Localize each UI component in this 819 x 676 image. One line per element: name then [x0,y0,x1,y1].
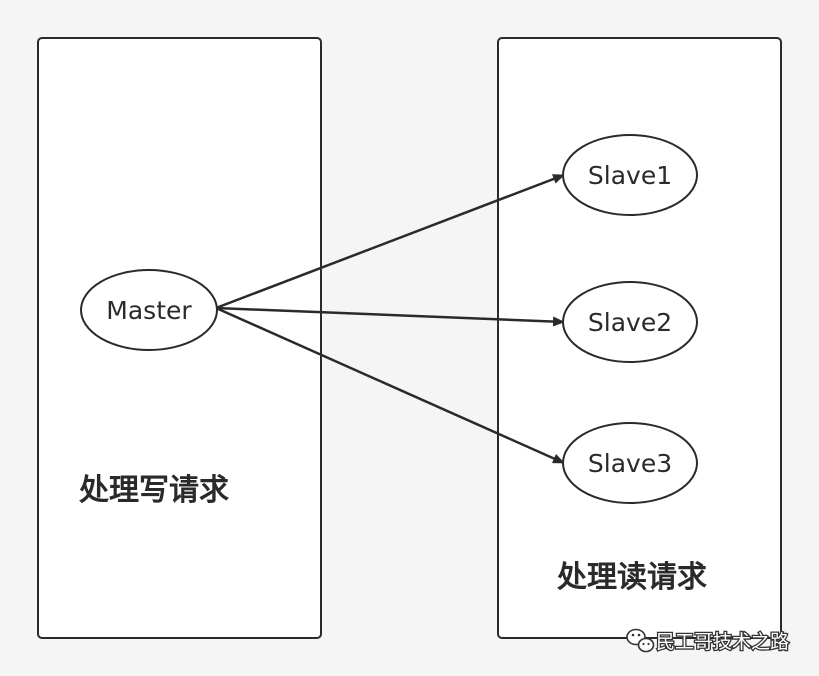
node-slave2-shape [562,281,698,363]
edge-master-slave1 [215,173,565,310]
read-group-label: 处理读请求 [556,560,707,595]
node-slave2: Slave2 [562,281,698,363]
edges [215,173,565,465]
watermark: 民工哥技术之路 [626,628,790,654]
node-slave3-label: Slave3 [588,449,672,478]
edge-master-slave3 [215,306,565,465]
node-slave2-label: Slave2 [588,308,672,337]
node-master-label: Master [106,296,192,325]
node-slave1-label: Slave1 [588,161,672,190]
node-master-shape [80,269,218,351]
node-slave1-shape [562,134,698,216]
node-master: Master [80,269,218,351]
wechat-icon [626,628,655,653]
node-slave1: Slave1 [562,134,698,216]
node-slave3-shape [562,422,698,504]
write-group-label: 处理写请求 [78,473,229,508]
edge-master-slave2 [215,306,565,327]
node-slave3: Slave3 [562,422,698,504]
watermark-text: 民工哥技术之路 [656,631,789,653]
